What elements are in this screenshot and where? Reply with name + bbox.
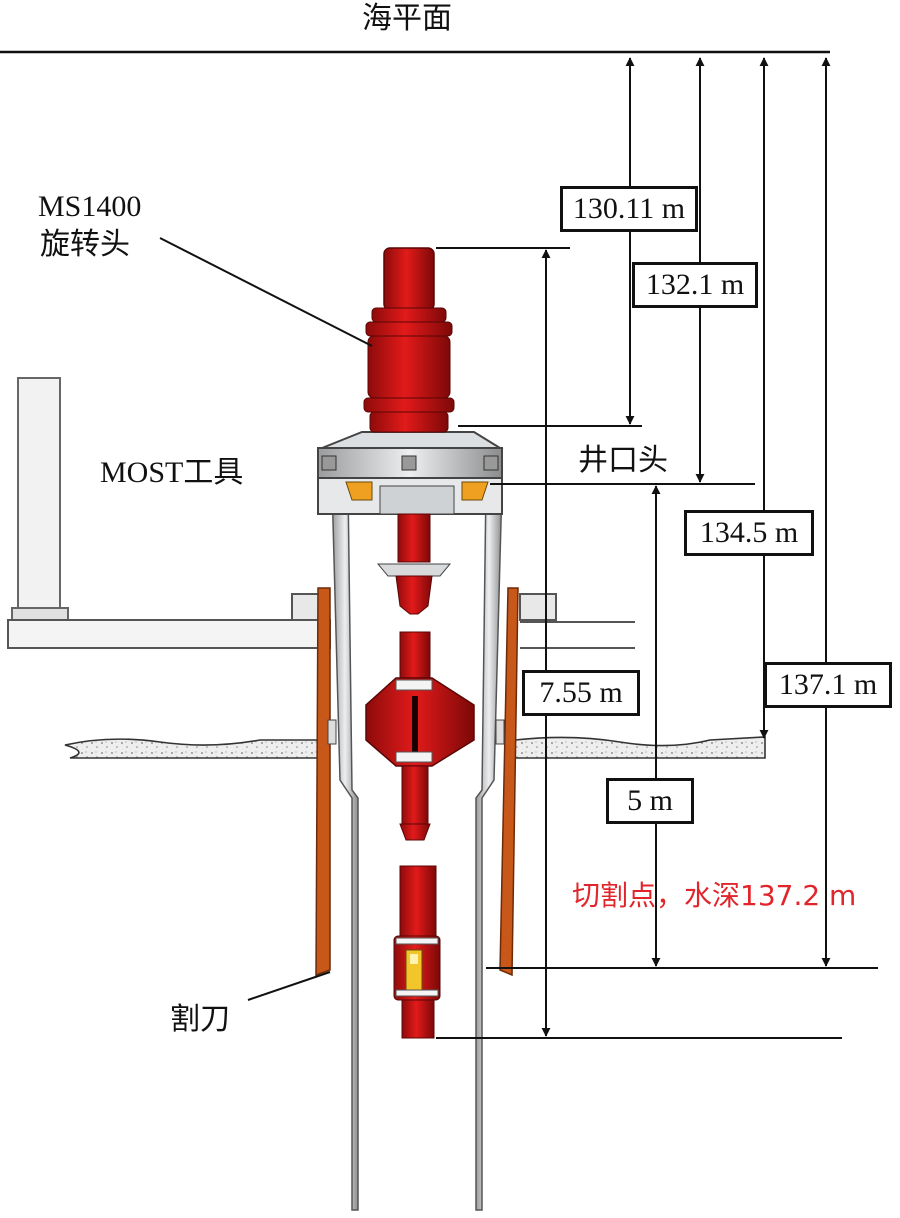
dim-box-137: 137.1 m [764, 662, 892, 708]
dim-box-132: 132.1 m [632, 262, 758, 308]
dim-box-134: 134.5 m [684, 510, 814, 556]
seabed-mudline [64, 736, 766, 759]
dim-box-755: 7.55 m [522, 670, 640, 716]
leader-cutter [247, 971, 331, 1001]
cutter-tool-section [393, 865, 441, 1039]
wellhead-label: 井口头 [578, 443, 668, 478]
dim-box-5: 5 m [606, 778, 694, 824]
swivel-model-label: MS1400 [38, 190, 142, 223]
sea-level-label: 海平面 [362, 1, 452, 36]
upper-mandrel [376, 513, 452, 615]
cut-point-label: 切割点，水深137.2 m [572, 879, 857, 912]
most-tool-housing [317, 431, 504, 515]
stabilizer-section [365, 631, 475, 841]
cutter-label: 割刀 [170, 1002, 230, 1037]
swivel-name-label: 旋转头 [40, 227, 130, 262]
guide-post [11, 377, 69, 623]
inner-casing [327, 484, 505, 1211]
dim-box-130: 130.11 m [560, 186, 698, 232]
most-tool-label: MOST工具 [100, 456, 244, 489]
leader-swivel [159, 237, 373, 347]
ms1400-swivel [363, 247, 455, 433]
outer-casing [315, 587, 519, 977]
